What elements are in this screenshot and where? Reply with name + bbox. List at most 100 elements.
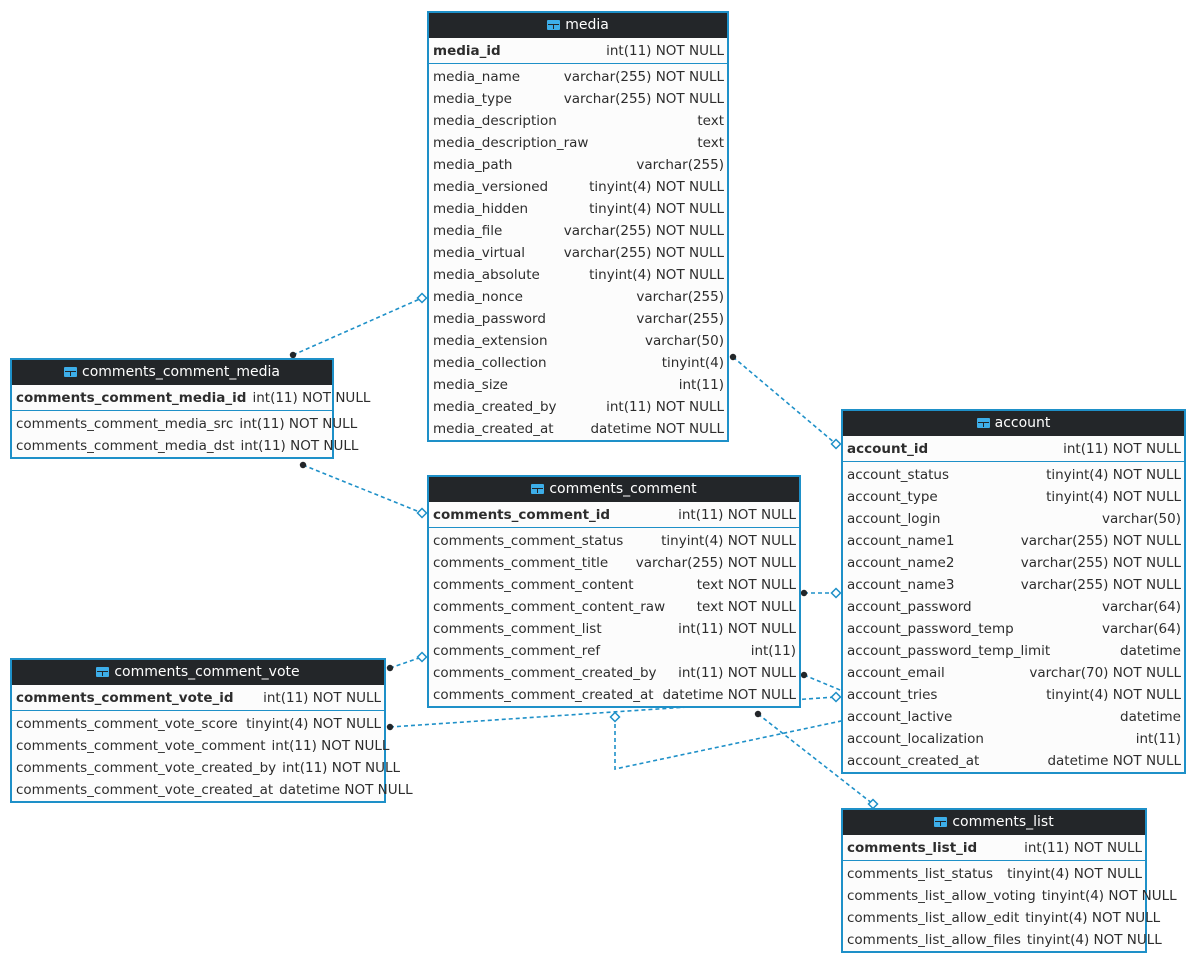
column-name: account_password_temp <box>847 621 1014 637</box>
entity-title: comments_comment_vote <box>114 664 300 680</box>
entity-comments-comment-media[interactable]: comments_comment_media comments_comment_… <box>10 358 370 459</box>
table-icon <box>934 817 948 827</box>
column-row: comments_list_allow_voting tinyint(4) NOT… <box>843 885 1177 907</box>
pk-separator <box>12 410 332 411</box>
entity-header: media <box>429 13 727 38</box>
table-icon <box>531 484 545 494</box>
column-type: text <box>697 113 724 129</box>
column-row: account_login varchar(50) <box>843 508 1184 530</box>
column-row: comments_comment_vote_comment int(11) NOT… <box>12 735 389 757</box>
column-name: account_login <box>847 511 941 527</box>
entity-comments-comment-vote[interactable]: comments_comment_vote comments_comment_v… <box>10 658 413 803</box>
relationship-line <box>302 464 423 514</box>
column-name: comments_comment_media_dst <box>16 438 235 454</box>
fk-source-marker <box>386 664 394 672</box>
column-name: comments_comment_media_id <box>16 389 247 406</box>
column-type: varchar(50) <box>1101 511 1181 527</box>
column-name: comments_comment_ref <box>433 643 601 659</box>
column-name: account_email <box>847 665 945 681</box>
relationship-line <box>389 656 423 669</box>
column-type: int(11) <box>1135 731 1181 747</box>
column-type: int(11) NOT NULL <box>678 665 796 681</box>
column-type: tinyint(4) NOT NULL <box>1041 888 1177 904</box>
column-type: varchar(70) NOT NULL <box>1029 665 1181 681</box>
column-name: media_collection <box>433 355 547 371</box>
column-type: tinyint(4) NOT NULL <box>661 533 796 549</box>
column-type: text NOT NULL <box>696 599 796 615</box>
column-name: account_type <box>847 489 938 505</box>
pk-separator <box>429 63 727 64</box>
column-type: varchar(255) NOT NULL <box>563 223 724 239</box>
column-row: account_name2 varchar(255) NOT NULL <box>843 552 1184 574</box>
relationship-line <box>292 297 423 356</box>
column-type: varchar(255) <box>636 289 724 305</box>
column-name: comments_comment_id <box>433 506 611 523</box>
column-name: media_hidden <box>433 201 529 217</box>
column-name: comments_list_allow_voting <box>847 888 1036 904</box>
column-row: account_password_temp_limit datetime <box>843 640 1184 662</box>
column-name: comments_comment_vote_comment <box>16 738 266 754</box>
fk-source-marker <box>754 710 762 718</box>
column-type: tinyint(4) NOT NULL <box>246 716 381 732</box>
column-name: account_lactive <box>847 709 953 725</box>
column-name: comments_comment_status <box>433 533 624 549</box>
column-name: comments_list_id <box>847 839 978 856</box>
column-name: media_extension <box>433 333 548 349</box>
column-name: media_created_by <box>433 399 557 415</box>
column-type: varchar(255) NOT NULL <box>563 245 724 261</box>
column-type: varchar(255) NOT NULL <box>1020 555 1181 571</box>
entity-title: comments_comment_media <box>82 364 280 380</box>
fk-source-marker <box>299 461 307 469</box>
column-name: account_name1 <box>847 533 955 549</box>
column-name: account_password_temp_limit <box>847 643 1051 659</box>
column-type: varchar(255) NOT NULL <box>563 69 724 85</box>
column-name: account_name3 <box>847 577 955 593</box>
column-type: int(11) NOT NULL <box>271 738 390 754</box>
column-name: account_id <box>847 440 929 457</box>
column-name: account_name2 <box>847 555 955 571</box>
pk-separator <box>12 710 384 711</box>
column-name: comments_comment_created_at <box>433 687 654 703</box>
column-type: varchar(255) <box>636 311 724 327</box>
column-name: account_created_at <box>847 753 980 769</box>
column-name: account_tries <box>847 687 938 703</box>
column-type: text NOT NULL <box>696 577 796 593</box>
column-type: tinyint(4) NOT NULL <box>1007 866 1142 882</box>
column-type: tinyint(4) NOT NULL <box>1046 687 1181 703</box>
column-type: int(11) NOT NULL <box>239 416 358 432</box>
table-icon <box>976 418 990 428</box>
column-name: media_nonce <box>433 289 523 305</box>
entity-title: comments_list <box>952 814 1054 830</box>
column-row: media_file varchar(255) NOT NULL <box>429 220 727 242</box>
column-type: datetime <box>1120 643 1181 659</box>
column-name: media_file <box>433 223 503 239</box>
column-type: datetime NOT NULL <box>279 782 413 798</box>
column-name: media_id <box>433 42 501 59</box>
entity-header: account <box>843 411 1184 436</box>
